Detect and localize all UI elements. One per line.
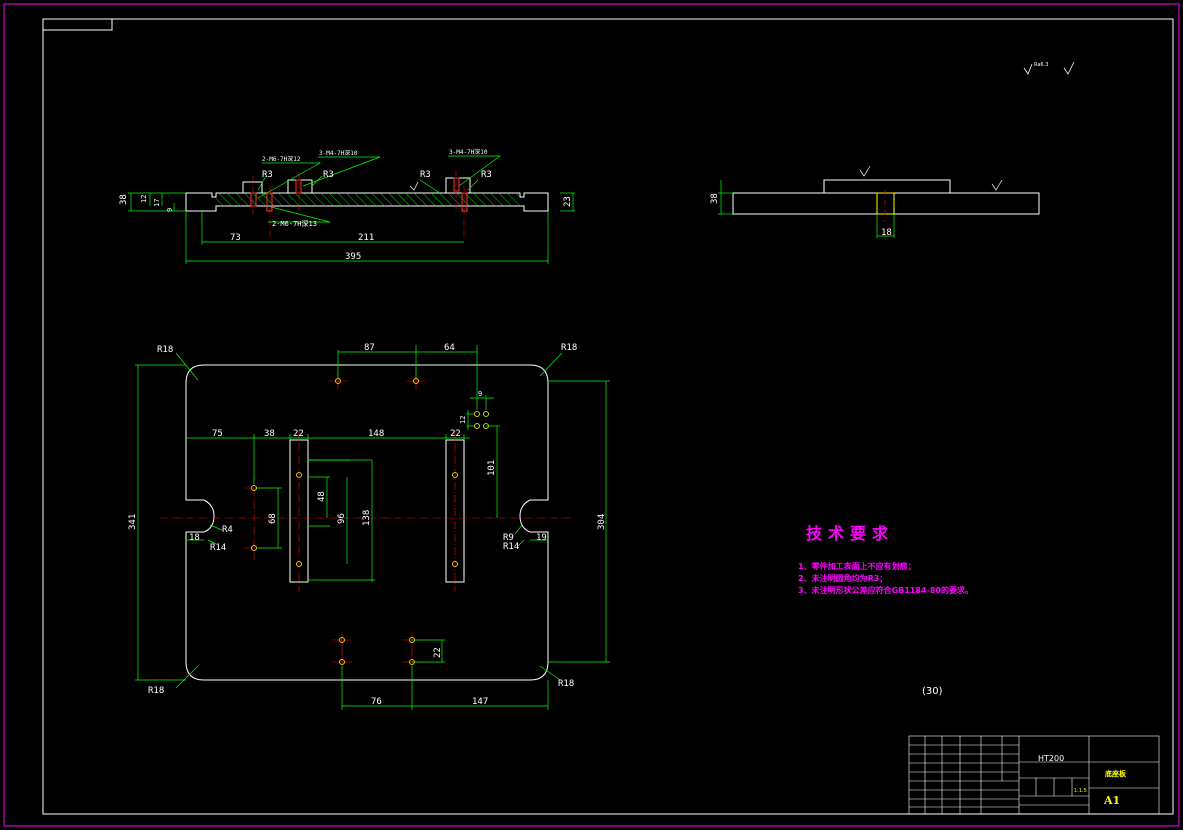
- lbl-top-d17: 17: [153, 199, 161, 207]
- lbl-plan-r4: R4: [222, 525, 233, 535]
- lbl-plan-r9: R9: [503, 533, 514, 543]
- lbl-plan-r18a: R18: [157, 345, 173, 355]
- title-part-name: 底座板: [1105, 769, 1127, 778]
- technical-requirements: 技术要求 1、零件加工表面上不应有划痕； 2、未注明圆角均为R3； 3、未注明形…: [798, 524, 973, 595]
- lbl-plan-d19: 19: [536, 533, 547, 543]
- lbl-plan-d12: 12: [459, 416, 467, 424]
- lbl-plan-d22a: 22: [293, 429, 304, 439]
- roughness-note: Ra6.3: [1034, 62, 1048, 68]
- lbl-plan-d38: 38: [264, 429, 275, 439]
- lbl-top-t2: 3-M4-7H深10: [319, 149, 358, 157]
- lbl-top-r3: R3: [420, 170, 431, 180]
- tech-req-line-2: 2、未注明圆角均为R3；: [798, 573, 887, 584]
- hatch-area: [216, 193, 520, 206]
- lbl-top-d73: 73: [230, 233, 241, 243]
- lbl-plan-d18: 18: [189, 533, 200, 543]
- lbl-top-r2: R3: [323, 170, 334, 180]
- lbl-top-t1: 2-M6-7H深12: [262, 155, 301, 163]
- lbl-side-d38: 38: [710, 193, 720, 204]
- side-view: 38 18: [710, 165, 1040, 238]
- lbl-top-d38: 38: [119, 194, 129, 205]
- lbl-plan-r14b: R14: [503, 542, 519, 552]
- lbl-plan-r18c: R18: [148, 686, 164, 696]
- boss-mid: [287, 179, 313, 193]
- lbl-plan-d68: 68: [268, 513, 278, 524]
- title-scale: 1:1.5: [1074, 788, 1087, 794]
- lbl-plan-r18d: R18: [558, 679, 574, 689]
- lbl-plan-d138: 138: [362, 510, 372, 526]
- tech-req-title: 技术要求: [806, 524, 894, 543]
- lbl-top-t4: 2-M6-7H深13: [272, 219, 317, 228]
- lbl-plan-d9: 9: [478, 390, 482, 398]
- lbl-plan-d76: 76: [371, 697, 382, 707]
- boss-left: [242, 181, 263, 193]
- title-sheet-size: A1: [1103, 794, 1120, 807]
- side-hole: [876, 192, 895, 215]
- mark-30: (30): [922, 686, 943, 697]
- title-block: [908, 735, 1160, 815]
- lbl-plan-d304: 304: [597, 514, 607, 530]
- lbl-side-d18: 18: [881, 228, 892, 238]
- lbl-plan-d101: 101: [487, 460, 497, 476]
- plate-outline: [185, 364, 549, 681]
- lbl-top-d9: 9: [166, 208, 174, 212]
- lbl-top-r4: R3: [481, 170, 492, 180]
- lbl-plan-d75: 75: [212, 429, 223, 439]
- tech-req-line-1: 1、零件加工表面上不应有划痕；: [798, 561, 916, 572]
- lbl-top-d23: 23: [563, 196, 573, 207]
- lbl-plan-d64: 64: [444, 343, 455, 353]
- lbl-plan-d48: 48: [317, 491, 327, 502]
- side-base: [732, 192, 1040, 215]
- section-view: 2-M6-7H深12 3-M4-7H深10 3-M4-7H深10 2-M6-7H…: [119, 148, 575, 264]
- lbl-plan-d148: 148: [368, 429, 384, 439]
- title-material: HT200: [1038, 754, 1064, 763]
- lbl-plan-d22b: 22: [450, 429, 461, 439]
- plan-view: R18 R18 R18 R18 87 64 9 12 75 38 22 148 …: [128, 343, 610, 710]
- lbl-top-r1: R3: [262, 170, 273, 180]
- lbl-plan-r18b: R18: [561, 343, 577, 353]
- corner-tag-box: [42, 18, 113, 31]
- outer-frame: [3, 3, 1180, 827]
- lbl-plan-d96: 96: [337, 513, 347, 524]
- roughness-symbol: Ra6.3: [1023, 61, 1075, 75]
- lbl-plan-d87: 87: [364, 343, 375, 353]
- inner-border: [42, 18, 1174, 815]
- lbl-top-t3: 3-M4-7H深10: [449, 148, 488, 156]
- lbl-top-d12: 12: [140, 195, 148, 203]
- lbl-top-d211: 211: [358, 233, 374, 243]
- lbl-plan-r14a: R14: [210, 543, 226, 553]
- side-boss: [823, 179, 951, 194]
- lbl-plan-d341: 341: [128, 514, 138, 530]
- lbl-top-d395: 395: [345, 252, 361, 262]
- lbl-plan-d147: 147: [472, 697, 488, 707]
- tech-req-line-3: 3、未注明形状公差应符合GB1184-80的要求。: [798, 585, 973, 595]
- lbl-plan-d22c: 22: [433, 647, 443, 658]
